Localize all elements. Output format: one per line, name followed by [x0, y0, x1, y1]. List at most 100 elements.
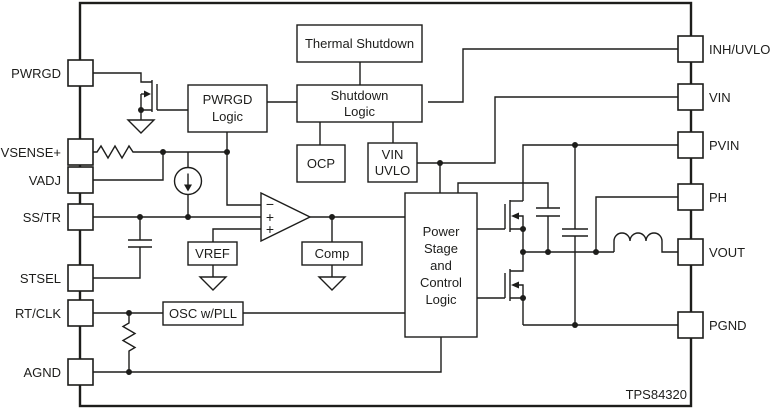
pwrgd-logic-block [187, 84, 268, 133]
ls-source-wire [510, 297, 524, 325]
pin-label-vadj: VADJ [29, 173, 61, 188]
power-stage-label-4: Control [420, 275, 462, 290]
vin-uvlo-label-2: UVLO [375, 163, 410, 178]
pin-label-vsense: VSENSE+ [1, 145, 61, 160]
osc-block [162, 301, 244, 326]
highside-mosfet-icon [477, 200, 524, 252]
ic-boundary [78, 1, 693, 408]
pin-agnd [67, 358, 94, 386]
pin-sstr [67, 203, 94, 231]
shutdown-logic-block [296, 84, 423, 123]
ground-symbol-icon [317, 276, 347, 291]
hs-body-wire [519, 215, 524, 229]
junction-dot [137, 214, 143, 220]
vadj-wire [93, 152, 164, 181]
boot-wire [457, 182, 549, 208]
error-amp-plus-sign-bottom: + [266, 221, 274, 237]
ls-body-arrow-icon [511, 281, 519, 289]
junction-dot [520, 226, 526, 232]
pin-ph [677, 183, 704, 211]
pwrgd-fet [126, 80, 188, 134]
error-amp-icon [260, 191, 312, 243]
pin-label-vout: VOUT [709, 245, 745, 260]
pin-label-inh-uvlo: INH/UVLO [709, 42, 770, 57]
junction-dot [329, 214, 335, 220]
junction-dot [126, 369, 132, 375]
inductor-icon [613, 232, 678, 253]
pin-label-pvin: PVIN [709, 138, 739, 153]
junction-dot [520, 249, 526, 255]
pwrgd-drain-wire [93, 72, 152, 83]
pin-rtclk [67, 299, 94, 327]
left-pins: PWRGD VSENSE+ VADJ SS/TR STSEL RT/CLK AG… [1, 59, 94, 386]
power-stage-label-2: Stage [424, 241, 458, 256]
pvin-wire [522, 144, 678, 201]
thermal-shutdown-label: Thermal Shutdown [305, 36, 414, 51]
power-stage-label-5: Logic [425, 292, 457, 307]
pin-stsel [67, 264, 94, 292]
junction-dot [126, 310, 132, 316]
inh-uvlo-wire [428, 48, 678, 103]
junction-dot [572, 322, 578, 328]
pin-label-agnd: AGND [23, 365, 61, 380]
softstart-capacitor-icon [93, 217, 152, 279]
vin-uvlo-label-1: VIN [382, 147, 404, 162]
ls-drain-wire [510, 252, 524, 272]
vin-wire [417, 96, 678, 164]
wires [93, 48, 678, 373]
pin-vin [677, 83, 704, 111]
shutdown-logic-label-2: Logic [344, 104, 376, 119]
ph-wire [595, 196, 678, 252]
pwrgd-logic-label-1: PWRGD [203, 92, 253, 107]
junction-dot [545, 249, 551, 255]
lowside-mosfet-icon [477, 252, 524, 325]
comp-block [301, 241, 363, 266]
pin-inh-uvlo [677, 35, 704, 63]
shutdown-logic-label-1: Shutdown [331, 88, 389, 103]
junction-dot [572, 142, 578, 148]
ocp-label: OCP [307, 156, 335, 171]
vsense-resistor-wire [93, 144, 227, 160]
pwrgd-logic-to-amp-wire [226, 132, 261, 206]
agnd-wire [93, 337, 442, 373]
pin-label-ph: PH [709, 190, 727, 205]
junction-dot [437, 160, 443, 166]
comp-label: Comp [315, 246, 350, 261]
pin-pgnd [677, 311, 704, 339]
pin-label-vin: VIN [709, 90, 731, 105]
ground-symbol-icon [126, 119, 156, 134]
pin-vadj [67, 166, 94, 194]
power-stage-block [404, 192, 478, 338]
pwrgd-logic-label-2: Logic [212, 109, 244, 124]
pin-pwrgd [67, 59, 94, 87]
junction-dot [520, 295, 526, 301]
thermal-shutdown-block [296, 24, 423, 63]
pwrgd-fet-body-arrow-icon [144, 90, 151, 98]
input-capacitor-icon [562, 145, 588, 325]
hs-source-wire [510, 228, 524, 252]
pin-label-stsel: STSEL [20, 271, 61, 286]
pin-label-sstr: SS/TR [23, 210, 61, 225]
power-stage-label-3: and [430, 258, 452, 273]
pin-vout [677, 238, 704, 266]
junction-dot [224, 149, 230, 155]
stsel-wire [93, 247, 141, 279]
pin-label-pgnd: PGND [709, 318, 747, 333]
junction-dots [126, 107, 599, 375]
rt-resistor-icon [121, 313, 137, 372]
boot-capacitor-icon [536, 207, 560, 252]
current-source-arrowhead [184, 184, 192, 192]
junction-dot [138, 107, 144, 113]
error-amp-minus-sign: − [266, 196, 274, 212]
power-stage-label-1: Power [423, 224, 461, 239]
ls-body-wire [519, 284, 524, 298]
error-amplifier: − + + [260, 191, 312, 243]
pin-label-pwrgd: PWRGD [11, 66, 61, 81]
osc-label: OSC w/PLL [169, 306, 237, 321]
pin-pvin [677, 131, 704, 159]
pin-label-rtclk: RT/CLK [15, 306, 61, 321]
vin-uvlo-block [367, 142, 418, 183]
function-blocks: Thermal Shutdown Shutdown Logic PWRGD Lo… [162, 24, 478, 338]
junction-dot [160, 149, 166, 155]
hs-body-arrow-icon [511, 212, 519, 220]
